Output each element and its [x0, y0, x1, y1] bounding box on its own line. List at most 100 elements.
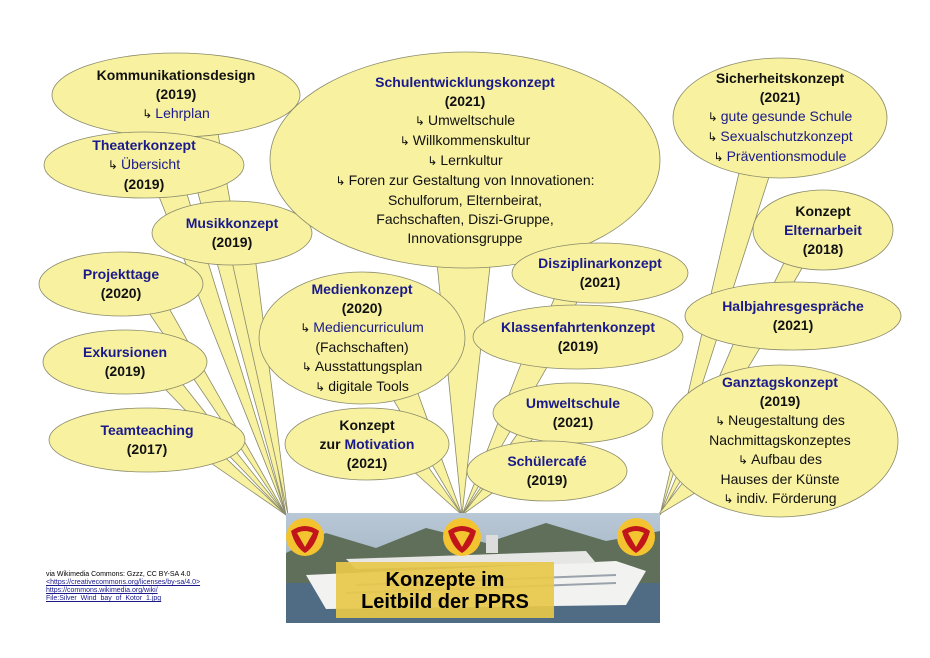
bubble-title: Halbjahresgespräche	[722, 298, 864, 314]
bubble-title: Ganztagskonzept	[722, 374, 838, 390]
arrow-icon: ↳	[414, 113, 425, 128]
bubble-year: (2019)	[123, 176, 165, 192]
bubble-title: Umweltschule	[525, 395, 621, 411]
arrow-icon: ↳	[707, 130, 718, 144]
bubble-line: ↳Ausstattungsplan	[301, 357, 423, 374]
title-banner-bg	[336, 562, 554, 618]
bubble-line[interactable]: ↳Mediencurriculum	[300, 318, 424, 335]
bubble-year: (2019)	[211, 234, 253, 250]
bubble-year: (2020)	[341, 299, 383, 316]
bubble-line[interactable]: ↳Übersicht	[107, 156, 181, 172]
bubble-title: Theaterkonzept	[92, 137, 196, 153]
bubble-year: (2017)	[126, 441, 168, 457]
bubble-motivation: Konzept zur Motivation (2021)	[285, 408, 449, 480]
arrow-icon: ↳	[723, 492, 734, 506]
bubble-line: ↳indiv. Förderung	[723, 490, 837, 506]
bubble-line: ↳Willkommenskultur	[399, 131, 531, 148]
bubble-halbjahresgespraeche: Halbjahresgespräche (2021)	[685, 282, 901, 350]
arrow-icon: ↳	[300, 320, 311, 335]
bubble-line[interactable]: ↳Lehrplan	[142, 105, 210, 121]
bubble-title-link[interactable]: Motivation	[344, 435, 415, 452]
bubble-year: (2021)	[759, 89, 801, 105]
bubble-line[interactable]: ↳Sexualschutzkonzept	[707, 128, 853, 144]
bubble-year: (2019)	[104, 363, 146, 379]
bubble-shape-schulentwicklungskonzept	[269, 51, 661, 269]
bubble-umweltschule: Umweltschule(2021)	[493, 383, 653, 443]
arrow-icon: ↳	[738, 453, 749, 467]
bubble-medienkonzept: Medienkonzept (2020) ↳Mediencurriculum (Fac…	[259, 272, 465, 404]
bubble-shape-ganztagskonzept	[661, 364, 899, 518]
bubble-klassenfahrtenkonzept: Klassenfahrtenkonzept(2019)	[473, 305, 683, 369]
arrow-icon: ↳	[715, 414, 726, 428]
bubble-shape-klassenfahrtenkonzept	[472, 304, 684, 370]
bubble-line: Hauses der Künste	[720, 471, 840, 487]
bubble-line: Fachschaften, Diszi-Gruppe,	[376, 210, 554, 227]
bubble-line[interactable]: ↳gute gesunde Schule	[707, 108, 853, 124]
bubble-year: (2021)	[444, 92, 486, 109]
image-credit: via Wikimedia Commons: Gzzz, CC BY-SA 4.…	[46, 571, 200, 603]
bubble-line: ↳Neugestaltung des	[715, 412, 845, 428]
bubble-line: ↳Lernkultur	[427, 151, 503, 168]
bubble-year: (2019)	[557, 338, 599, 354]
school-logo-icon	[617, 518, 655, 556]
bubble-title: Sicherheitskonzept	[715, 70, 845, 86]
arrow-icon: ↳	[301, 359, 312, 374]
title-banner: Konzepte im Leitbild der PPRS	[336, 566, 554, 616]
bubble-title: Schulentwicklungskonzept	[375, 73, 555, 90]
bubble-title: Konzept	[339, 416, 395, 433]
bubble-shape-motivation	[284, 407, 450, 481]
bubble-line: ↳Aufbau des	[738, 451, 822, 467]
bubble-disziplinarkonzept: Disziplinarkonzept(2021)	[512, 243, 688, 303]
bubble-year: (2021)	[579, 274, 621, 290]
bubble-shape-exkursionen	[42, 329, 208, 395]
bubble-shape-elternarbeit	[752, 189, 894, 271]
bubble-schulentwicklungskonzept: Schulentwicklungskonzept (2021) ↳Umweltsch…	[270, 52, 660, 268]
arrow-icon: ↳	[713, 150, 724, 164]
bubble-title-link[interactable]: Elternarbeit	[784, 221, 862, 238]
bubble-title: Exkursionen	[82, 344, 168, 360]
bubble-title: Schülercafé	[507, 453, 587, 469]
bubble-line: ↳digitale Tools	[315, 377, 409, 394]
bubble-title: Konzept	[795, 202, 851, 219]
arrow-icon: ↳	[142, 107, 153, 121]
bubble-musikkonzept: Musikkonzept (2019)	[152, 201, 312, 265]
bubble-year: (2020)	[100, 285, 142, 301]
bubble-line: Innovationsgruppe	[407, 229, 523, 246]
credit-file-link[interactable]: File:Silver_Wind_bay_of_Kotor_1.jpg	[46, 595, 162, 602]
bubble-shape-teamteaching	[48, 407, 246, 473]
bubble-exkursionen: Exkursionen (2019)	[43, 330, 207, 394]
bubble-title: Musikkonzept	[185, 215, 279, 231]
bubble-line: ↳Umweltschule	[414, 111, 516, 128]
bubble-shape-theaterkonzept	[43, 131, 245, 199]
bubble-shape-schuelercafe	[466, 440, 628, 502]
bubble-line: Schulforum, Elternbeirat,	[387, 191, 543, 208]
school-logo-icon	[443, 518, 481, 556]
bubble-year: (2019)	[526, 472, 568, 488]
bubble-year: (2021)	[772, 317, 814, 333]
arrow-icon: ↳	[707, 110, 718, 124]
bubble-year: (2019)	[155, 86, 197, 102]
bubble-schuelercafe: Schülercafé (2019)	[467, 441, 627, 501]
bubble-year: (2021)	[346, 454, 388, 471]
bubble-shape-medienkonzept	[258, 271, 466, 405]
arrow-icon: ↳	[107, 158, 118, 172]
bubble-shape-halbjahresgespraeche	[684, 281, 902, 351]
bubble-title: Kommunikationsdesign	[96, 67, 256, 83]
bubble-title-2: zur Motivation	[319, 435, 415, 452]
bubble-title: Medienkonzept	[311, 280, 413, 297]
bubble-line: (Fachschaften)	[315, 338, 409, 355]
bubble-year: (2019)	[759, 393, 801, 409]
arrow-icon: ↳	[335, 173, 346, 188]
bubble-teamteaching: Teamteaching(2017)	[49, 408, 245, 472]
arrow-icon: ↳	[399, 133, 410, 148]
credit-license-link[interactable]: <https://creativecommons.org/licenses/by…	[46, 579, 201, 586]
bubble-shape-sicherheitskonzept	[672, 57, 888, 179]
bubble-title-2: Elternarbeit	[784, 221, 862, 240]
bubble-sicherheitskonzept: Sicherheitskonzept (2021) ↳gute gesunde Sc…	[673, 58, 887, 178]
arrow-icon: ↳	[315, 379, 326, 394]
credit-commons-link[interactable]: https://commons.wikimedia.org/wiki/	[46, 587, 158, 594]
bubble-theaterkonzept: Theaterkonzept ↳Übersicht (2019)	[44, 132, 244, 198]
bubble-line[interactable]: ↳Präventionsmodule	[713, 148, 847, 164]
